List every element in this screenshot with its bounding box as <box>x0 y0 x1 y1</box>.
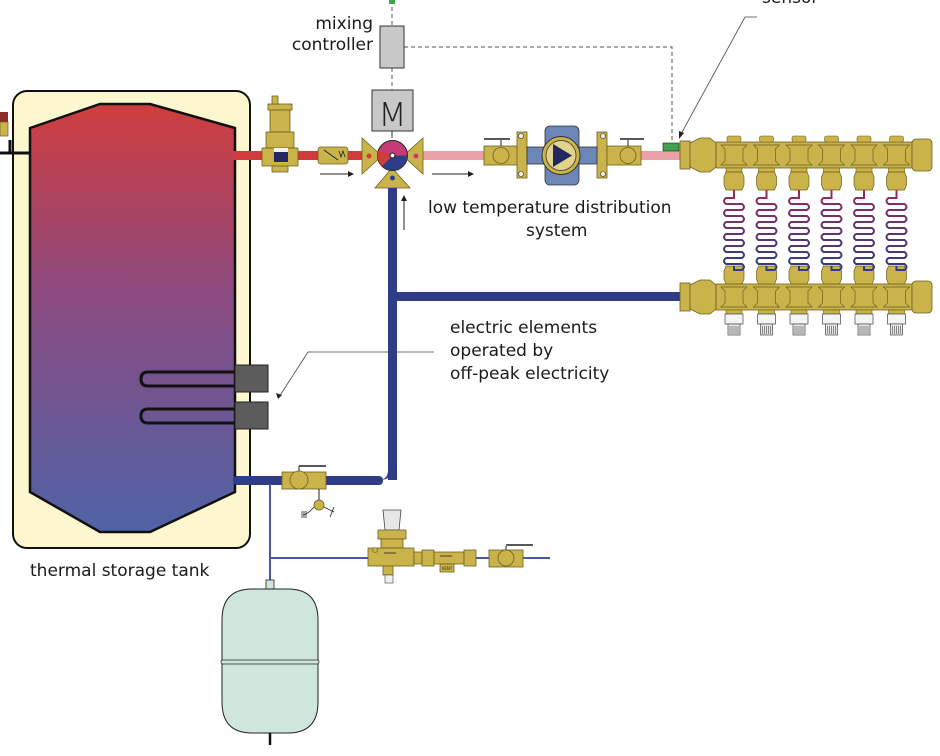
ball-valve-supply-right <box>606 138 644 166</box>
manifold-body <box>715 141 913 169</box>
port-collar <box>855 167 873 173</box>
valve-cap <box>791 135 807 143</box>
manifold-end-cap <box>911 138 933 172</box>
port-collar <box>888 309 905 315</box>
loop-fitting <box>853 171 875 191</box>
manifold-segment <box>752 144 781 166</box>
manifold-segment <box>817 286 846 308</box>
floor-loop <box>885 190 908 271</box>
loop-fitting <box>886 171 907 191</box>
floor-heating-loops <box>723 190 908 271</box>
check-valve <box>317 146 349 165</box>
electric-elements-label: electric elements <box>450 318 598 338</box>
sensor-label: sensor <box>762 0 818 9</box>
floor-loop <box>755 190 778 271</box>
vent-mark: VENT <box>442 566 453 571</box>
manifold-segment <box>850 286 878 308</box>
manifold-segment <box>785 286 813 308</box>
port-collar <box>855 309 873 315</box>
manifold-end-cap <box>911 280 933 314</box>
flow-meter <box>854 313 874 325</box>
valve-cap <box>824 135 839 143</box>
mixing-controller <box>379 25 405 69</box>
port-collar <box>823 167 840 173</box>
flow-meter <box>757 313 776 325</box>
thermal-storage-tank <box>12 90 251 549</box>
floor-loop <box>723 190 745 271</box>
floor-loop <box>788 190 810 271</box>
valve-cap <box>759 135 774 143</box>
distribution-label-2: system <box>526 221 588 241</box>
tank-label: thermal storage tank <box>30 561 210 581</box>
valve-cap <box>726 135 742 143</box>
supply-manifold <box>679 135 933 191</box>
port-collar <box>725 309 743 315</box>
circulator-pump <box>516 125 608 186</box>
ball-valve-tank-return <box>281 465 335 518</box>
flow-meter <box>887 313 906 325</box>
ball-valve-cold-feed <box>488 544 533 568</box>
floor-loop <box>820 190 843 271</box>
manifold-hex-fitting <box>689 137 717 173</box>
manifold-segment <box>720 286 748 308</box>
flow-meter <box>724 313 744 325</box>
loop-fitting <box>788 171 810 191</box>
sensor-leader <box>679 16 757 139</box>
flow-arrow-mixed <box>432 171 474 177</box>
motor-actuator <box>371 89 414 138</box>
temperature-sensor <box>662 142 680 152</box>
manifold-end-nut <box>679 140 691 170</box>
motor-letter: M <box>378 95 406 134</box>
port-collar <box>725 167 743 173</box>
pressure-reducing-valve <box>367 509 415 584</box>
return-manifold <box>679 265 933 336</box>
manifold-hex-fitting <box>689 279 717 315</box>
valve-cap <box>889 135 904 143</box>
loop-fitting <box>756 171 777 191</box>
ball-valve-supply-left <box>483 138 519 166</box>
port-collar <box>758 309 775 315</box>
valve-cap <box>856 135 872 143</box>
mixing-controller-wiring <box>389 0 673 145</box>
manifold-segment <box>882 286 911 308</box>
air-separator <box>261 95 299 173</box>
manifold-segment <box>785 144 813 166</box>
floor-loop <box>853 190 875 271</box>
three-way-mixing-valve <box>361 137 424 189</box>
manifold-segment <box>720 144 748 166</box>
electric-elements-label-3: off-peak electricity <box>450 364 610 384</box>
mixing-controller-label-2: controller <box>291 35 373 55</box>
backflow-preventer <box>413 549 477 573</box>
flow-meter <box>822 313 841 325</box>
manifold-segment <box>817 144 846 166</box>
port-collar <box>758 167 775 173</box>
mixing-controller-label: mixing <box>315 14 373 34</box>
loop-fitting <box>723 171 745 191</box>
flow-meter <box>789 313 809 325</box>
manifold-body <box>715 283 913 311</box>
flow-arrow-bypass <box>401 195 407 230</box>
loop-fitting <box>821 171 842 191</box>
port-collar <box>790 309 808 315</box>
manifold-segment <box>752 286 781 308</box>
manifold-segment <box>850 144 878 166</box>
port-collar <box>888 167 905 173</box>
electric-elements <box>139 364 269 430</box>
port-collar <box>823 309 840 315</box>
flow-arrow-hot <box>320 171 354 177</box>
tank-relief-valve <box>0 112 30 155</box>
electric-elements-label-2: operated by <box>450 341 554 361</box>
electric-elements-leader <box>276 351 434 399</box>
manifold-end-nut <box>679 282 691 312</box>
port-collar <box>790 167 808 173</box>
manifold-segment <box>882 144 911 166</box>
distribution-label: low temperature distribution <box>428 198 672 218</box>
expansion-tank <box>220 579 320 745</box>
